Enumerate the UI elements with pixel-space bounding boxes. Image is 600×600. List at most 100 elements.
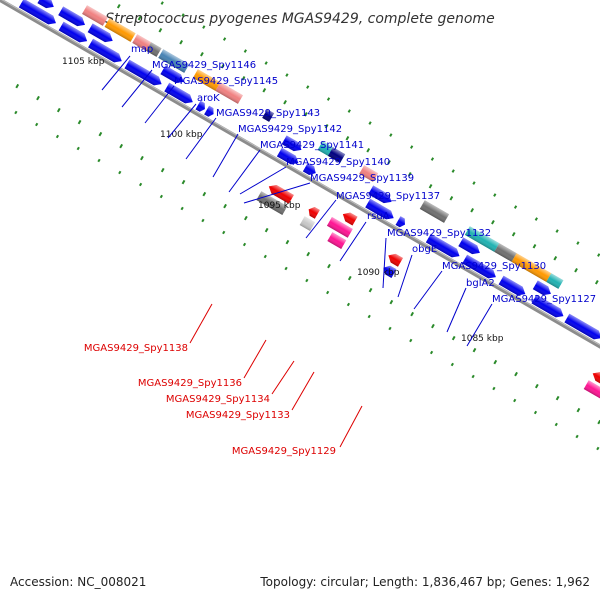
tick-mark [327, 263, 331, 269]
tick-mark [202, 191, 207, 197]
forward-labels [101, 55, 493, 347]
tick-mark [532, 244, 537, 249]
leader-spy1137 [305, 199, 337, 239]
cds-forward-9 [365, 198, 394, 220]
cds-forward-10 [395, 216, 405, 228]
leader-spy1133 [291, 371, 315, 411]
tick-mark [594, 280, 599, 285]
tick-mark [576, 407, 581, 413]
cds-forward-14 [531, 294, 564, 318]
cds-forward-13 [498, 275, 526, 296]
tick-mark-small [555, 229, 559, 233]
tick-mark [428, 184, 433, 189]
gene-label-arok: aroK [197, 93, 220, 104]
tick-mark [451, 335, 456, 341]
tick-mark-small [554, 422, 558, 427]
gene-label-spy1138: MGAS9429_Spy1138 [84, 343, 188, 354]
feature-block-6 [192, 69, 221, 91]
leader-spy1138 [189, 303, 213, 344]
leader-spy1139 [243, 182, 311, 204]
feature-block-4 [146, 42, 162, 57]
tick-mark-small [409, 338, 413, 343]
cds-forward-8 [302, 162, 316, 176]
tick-mark-small [263, 254, 267, 259]
tick-mark-small [534, 217, 538, 221]
leader-spy1141 [228, 149, 261, 193]
tick-mark [387, 160, 391, 165]
tick-mark [119, 143, 124, 149]
tick-mark [137, 16, 142, 21]
tick-mark [179, 40, 184, 45]
accession-text: Accession: NC_008021 [10, 575, 146, 589]
tick-mark [56, 107, 61, 113]
tick-mark [534, 383, 539, 389]
tick-mark [306, 251, 311, 257]
tick-mark-small [388, 326, 392, 331]
tick-mark-small [202, 25, 206, 29]
tick-mark-small [326, 290, 330, 295]
tick-mark-small [326, 97, 331, 101]
tick-mark-small [160, 1, 164, 5]
tick-mark-small [222, 230, 226, 235]
tick-mark-small [367, 314, 371, 319]
tick-mark [241, 76, 246, 81]
cds-reverse-9 [592, 372, 600, 390]
cds-forward-4 [164, 82, 193, 104]
tick-mark-small [576, 241, 580, 245]
tick-mark [431, 323, 435, 329]
tick-mark-small [138, 182, 143, 187]
tick-mark-small [596, 446, 600, 451]
scale-label-1090: 1090 kbp [357, 268, 400, 278]
tick-mark-small [285, 73, 289, 77]
gene-label-bgla2: bglA2 [466, 278, 495, 289]
cds-forward-outer-4 [160, 65, 184, 84]
tick-mark-small [14, 110, 18, 115]
leader-arok [167, 103, 197, 139]
leader-spy1143 [185, 117, 217, 160]
leader-spy1127 [466, 303, 493, 347]
genome-backbone-highlight [0, 0, 600, 380]
leader-map [101, 55, 131, 91]
cds-reverse-8 [383, 265, 397, 278]
tick-mark [555, 395, 560, 401]
feature-block-8 [262, 109, 275, 122]
tick-mark [470, 208, 475, 213]
feature-block-14 [494, 243, 517, 262]
gene-label-spy1133: MGAS9429_Spy1133 [186, 410, 290, 421]
genome-backbone [0, 0, 600, 382]
cds-reverse-6 [327, 232, 347, 249]
cds-forward-outer-3 [87, 23, 113, 43]
gene-label-spy1139: MGAS9429_Spy1139 [310, 173, 414, 184]
cds-forward-6 [204, 105, 214, 117]
tick-mark-small [222, 37, 227, 41]
cds-forward-12 [462, 254, 496, 279]
minor-ticks [14, 1, 600, 451]
scale-label-1085: 1085 kbp [461, 334, 504, 344]
tick-mark [389, 299, 394, 305]
tick-mark [491, 220, 495, 225]
tick-mark [220, 64, 225, 69]
feature-block-12 [419, 200, 450, 223]
tick-mark [77, 119, 82, 125]
leader-spy1145 [144, 85, 175, 124]
cds-forward-outer-5 [281, 135, 302, 152]
gene-label-spy1136: MGAS9429_Spy1136 [138, 378, 242, 389]
tick-mark [181, 179, 186, 185]
tick-mark [200, 52, 204, 57]
tick-mark-small [306, 85, 310, 89]
tick-mark-small [575, 434, 579, 439]
leader-spy1134 [271, 360, 295, 395]
cds-forward-outer-6 [368, 185, 392, 204]
cds-forward-0 [18, 0, 56, 25]
leader-spy1130 [413, 270, 443, 310]
cds-forward-7 [276, 147, 299, 165]
tick-mark [283, 100, 287, 105]
cds-reverse-5 [326, 217, 353, 238]
feature-block-10 [328, 147, 346, 163]
tick-mark [574, 268, 578, 273]
tick-mark [514, 371, 518, 377]
tick-mark-small [180, 206, 184, 211]
reverse-labels [189, 303, 363, 448]
tick-mark-small [429, 350, 434, 355]
gene-label-rsua: rsuA [367, 211, 390, 222]
